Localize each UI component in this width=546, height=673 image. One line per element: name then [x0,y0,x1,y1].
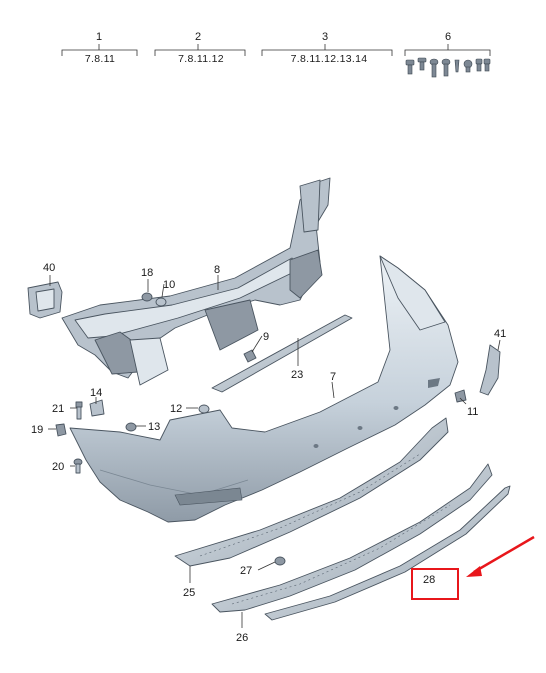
callout-41: 41 [494,328,506,340]
callout-13: 13 [148,421,160,433]
part-7-bumper-cover [69,255,459,523]
arrow-head-icon [466,566,482,577]
leader-lines [48,275,501,628]
callout-28: 28 [423,574,435,586]
callout-11: 11 [467,406,478,418]
callout-9: 9 [263,331,269,343]
header-group-3: 3 7.8.11.12.13.14 [261,31,393,65]
part-9-clip [243,349,257,363]
header-group-1: 1 7.8.11 [61,31,138,65]
part-28-chrome-strip [264,485,511,621]
highlight-box [411,568,459,600]
callout-20: 20 [52,461,64,473]
callout-23: 23 [291,369,303,381]
header-sub: 7.8.11.12 [178,53,224,65]
header-number: 1 [96,31,102,43]
header-number: 3 [322,31,328,43]
header-group-2: 2 7.8.11.12 [154,31,246,65]
part-13-nut [125,422,137,432]
part-21-bolt [75,401,83,420]
callout-10: 10 [163,279,175,291]
part-10-clip [155,297,167,307]
part-11-clip [454,389,467,403]
part-40-bracket [27,275,63,319]
callout-18: 18 [141,267,153,279]
callout-12: 12 [170,403,182,415]
part-23-trim-strip [211,314,353,393]
callout-27: 27 [240,565,252,577]
callout-7: 7 [330,371,336,383]
callout-8: 8 [214,264,220,276]
part-12-nut [198,404,210,414]
header-number: 6 [445,31,451,43]
highlight-part-28: 28 [411,535,535,600]
callout-21: 21 [52,403,64,415]
part-41-side-bracket [479,344,501,396]
callout-labels: 40 18 10 8 9 23 7 41 11 14 21 12 13 19 2… [31,262,506,644]
header-sub: 7.8.11 [85,53,115,65]
part-14-bracket [89,399,105,417]
highlight-arrow-icon [473,535,535,574]
part-20-screw [73,458,83,474]
callout-19: 19 [31,424,43,436]
part-26-lower-diffuser [211,463,493,613]
callout-25: 25 [183,587,195,599]
callout-14: 14 [90,387,102,399]
header-number: 2 [195,31,201,43]
callout-40: 40 [43,262,55,274]
part-8-bumper-carrier [61,177,331,386]
part-19-clip [55,423,67,437]
callout-26: 26 [236,632,248,644]
header-group-6: 6 [404,31,491,78]
part-18-nut [141,292,153,302]
header-sub: 7.8.11.12.13.14 [291,53,368,65]
fastener-set-icon [405,57,491,78]
part-25-diffuser [174,417,449,567]
part-27-clip [274,556,286,566]
